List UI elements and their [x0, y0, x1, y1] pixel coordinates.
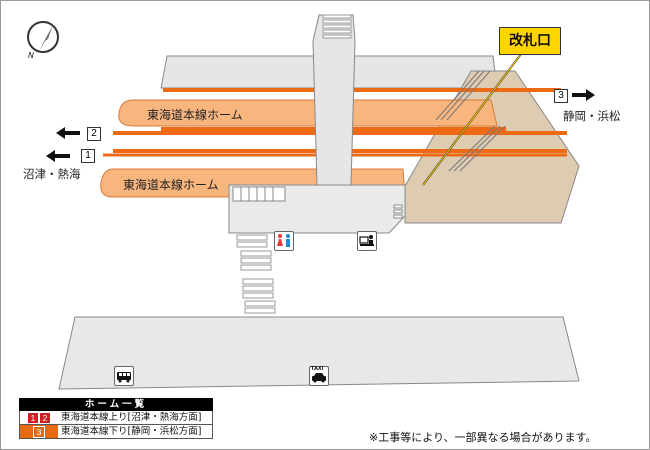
legend-badges: 1 2	[20, 411, 58, 424]
destination-track-1: 沼津・熱海	[23, 167, 81, 181]
restroom-icon	[274, 231, 294, 251]
destination-track-3: 静岡・浜松	[563, 109, 621, 123]
gate-callout-label: 改札口	[499, 27, 561, 55]
track-3-number: 3	[554, 89, 568, 103]
platform-upper	[118, 99, 498, 127]
station-plaza	[58, 316, 580, 390]
track-1-number: 1	[81, 149, 95, 163]
legend-badge-2: 2	[40, 412, 50, 423]
platform-lower-label: 東海道本線ホーム	[123, 178, 219, 192]
overpass-stairs	[322, 14, 352, 39]
legend-row-text: 東海道本線上り[沼津・熱海方面]	[61, 412, 202, 423]
platform-legend: ホーム一覧 1 2 東海道本線上り[沼津・熱海方面] 3 東海道本線下り[静岡・…	[19, 398, 213, 439]
compass-north-letter: N	[28, 51, 34, 60]
lower-platform-stairs	[232, 186, 286, 202]
taxi-icon: TAXI	[309, 366, 329, 386]
restroom-icon-glyph	[277, 234, 290, 247]
ticket-office-icon-glyph	[359, 235, 374, 246]
exit-stairs	[236, 234, 276, 314]
legend-badge-3: 3	[33, 425, 45, 438]
overpass	[312, 14, 356, 186]
ticket-office-icon	[357, 231, 377, 251]
legend-row: 1 2 東海道本線上り[沼津・熱海方面]	[19, 411, 213, 425]
bus-icon	[114, 366, 134, 386]
legend-row: 3 東海道本線下り[静岡・浜松方面]	[19, 425, 213, 439]
arrow-track-1	[46, 150, 70, 162]
legend-title: ホーム一覧	[19, 398, 213, 411]
legend-badges: 3	[20, 425, 58, 438]
arrow-track-3	[572, 89, 595, 101]
disclaimer-note: ※工事等により、一部異なる場合があります。	[369, 431, 597, 444]
taxi-icon-text: TAXI	[311, 366, 324, 372]
bus-icon-glyph	[117, 372, 131, 383]
platform-upper-label: 東海道本線ホーム	[147, 108, 243, 122]
legend-row-text: 東海道本線下り[静岡・浜松方面]	[61, 426, 202, 437]
track-2-number: 2	[87, 127, 101, 141]
taxi-icon-glyph	[312, 373, 326, 383]
legend-badge-1: 1	[28, 412, 38, 423]
compass-icon	[27, 21, 59, 53]
right-stairs	[435, 70, 506, 172]
arrow-track-2	[56, 127, 80, 139]
gate-markers	[393, 204, 403, 219]
